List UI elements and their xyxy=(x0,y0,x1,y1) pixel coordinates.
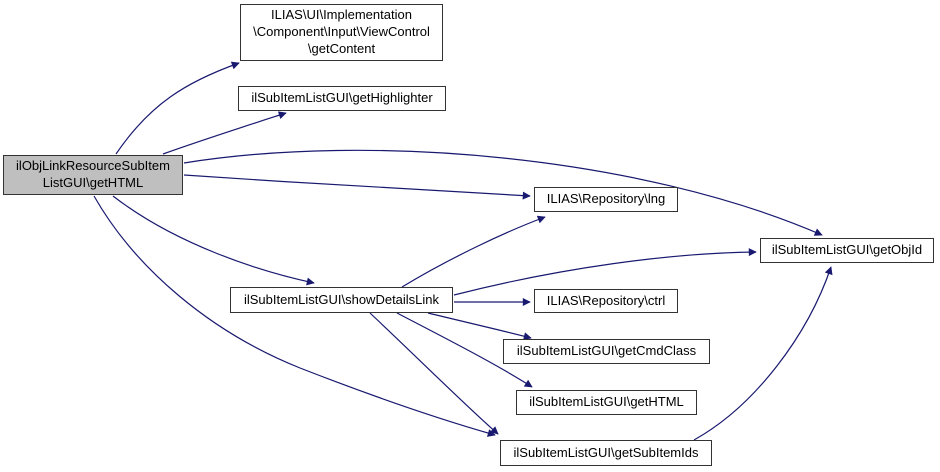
edge-showdetailslink-to-lng xyxy=(401,215,546,288)
node-ilias-ui-viewcontrol-getcontent[interactable]: ILIAS\UI\Implementation \Component\Input… xyxy=(240,4,443,61)
edge-main-to-getsubitemids xyxy=(93,195,496,437)
node-ilsubitemlistgui-showdetailslink[interactable]: ilSubItemListGUI\showDetailsLink xyxy=(230,287,453,313)
node-ilobjlinkresourcesubitemlistgui-gethtml[interactable]: ilObjLinkResourceSubItem ListGUI\getHTML xyxy=(3,155,183,195)
node-ilsubitemlistgui-getsubitemids[interactable]: ilSubItemListGUI\getSubItemIds xyxy=(500,440,712,466)
edge-getsubitemids-to-getobjid xyxy=(693,266,833,441)
node-ilias-repository-lng[interactable]: ILIAS\Repository\lng xyxy=(534,187,678,212)
edge-showdetailslink-to-getsubitemids xyxy=(369,312,499,435)
edge-main-to-gethighlighter xyxy=(162,111,287,155)
edge-showdetailslink-to-getcmdclass xyxy=(427,312,532,341)
edge-main-to-showdetailslink xyxy=(112,195,315,286)
node-ilias-repository-ctrl[interactable]: ILIAS\Repository\ctrl xyxy=(534,289,678,313)
edge-main-to-lng xyxy=(183,174,531,200)
node-ilsubitemlistgui-gethtml[interactable]: ilSubItemListGUI\getHTML xyxy=(516,390,697,415)
node-ilsubitemlistgui-getobjid[interactable]: ilSubItemListGUI\getObjId xyxy=(760,238,934,263)
edge-main-to-getobjid xyxy=(183,149,823,236)
node-ilsubitemlistgui-getcmdclass[interactable]: ilSubItemListGUI\getCmdClass xyxy=(503,339,710,364)
node-ilsubitemlistgui-gethighlighter[interactable]: ilSubItemListGUI\getHighlighter xyxy=(238,86,446,111)
edge-main-to-getcontent xyxy=(115,61,240,155)
